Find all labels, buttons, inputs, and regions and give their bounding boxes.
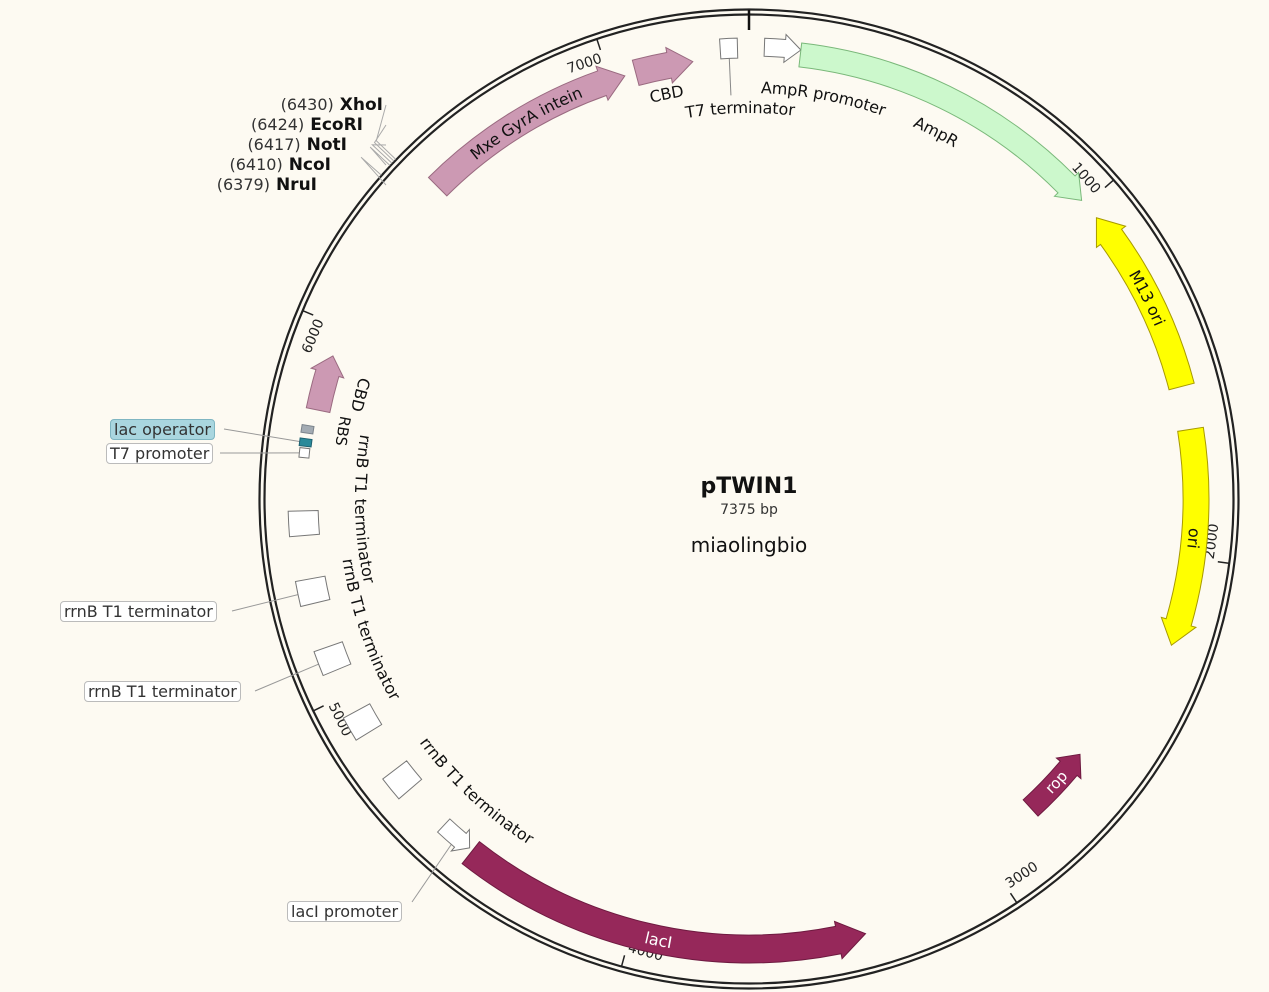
feature-rrnb-t1-terminator-box[interactable]: [382, 760, 423, 800]
feature-rbs-box[interactable]: [300, 423, 315, 435]
callout-rrnb-t1-terminator[interactable]: rrnB T1 terminator: [60, 601, 217, 622]
site-noti[interactable]: (6417) NotI: [147, 135, 347, 155]
tick-label: 3000: [1003, 859, 1042, 892]
callout-line: [223, 428, 306, 443]
feature-label: ori: [1184, 527, 1205, 549]
callout-laci-promoter[interactable]: lacI promoter: [287, 901, 403, 922]
feature-ori-arrow[interactable]: [1160, 426, 1210, 647]
feature-rrnb-t1-terminator-box[interactable]: [287, 509, 320, 538]
feature-t7-promoter-box[interactable]: [298, 447, 311, 459]
brand-label: miaolingbio: [690, 533, 808, 557]
callout-t7-promoter[interactable]: T7 promoter: [106, 443, 214, 464]
feature-cbd-arrow[interactable]: [305, 355, 345, 414]
tick-mark: [313, 705, 324, 712]
site-position: (6410): [229, 155, 283, 174]
feature-ampr-arrow[interactable]: [798, 42, 1083, 201]
plasmid-backbone: [258, 8, 1240, 990]
backbone-outer-ring: [258, 8, 1240, 990]
feature-label: rrnB T1 terminator: [416, 733, 537, 848]
site-leader-line: [371, 144, 393, 164]
feature-ampr-promoter-arrow[interactable]: [763, 33, 802, 64]
site-leader-line: [369, 146, 391, 166]
leader-line: [728, 58, 732, 96]
feature-label: T7 terminator: [683, 97, 796, 121]
feature-rrnb-t1-terminator-box[interactable]: [313, 641, 352, 677]
backbone-inner-ring: [263, 13, 1235, 985]
feature-mxe-gyra-intein-arrow[interactable]: [427, 65, 626, 197]
callout-line: [411, 836, 457, 903]
site-enzyme: NotI: [306, 135, 347, 155]
feature-label: RBS: [332, 415, 355, 447]
feature-laci-arrow[interactable]: [461, 840, 867, 964]
tick-mark: [302, 310, 314, 316]
tick-mark: [1009, 892, 1018, 903]
site-position: (6379): [216, 175, 270, 194]
feature-lac-operator-box[interactable]: [298, 437, 313, 448]
site-position: (6417): [247, 135, 301, 154]
tick-mark: [596, 39, 602, 51]
tick-mark: [620, 955, 626, 967]
site-position: (6430): [280, 95, 334, 114]
feature-laci-promoter-arrow[interactable]: [436, 818, 471, 852]
site-enzyme: EcoRI: [310, 115, 363, 135]
tick-mark: [1104, 179, 1114, 189]
feature-rop-arrow[interactable]: [1022, 753, 1082, 817]
site-ncoi[interactable]: (6410) NcoI: [131, 155, 331, 175]
feature-label: CBD: [648, 81, 685, 106]
tick-label: 6000: [299, 317, 328, 356]
plasmid-name: pTWIN1: [700, 474, 798, 499]
callout-rrnb-t1-terminator[interactable]: rrnB T1 terminator: [84, 681, 241, 702]
feature-rrnb-t1-terminator-box[interactable]: [294, 575, 331, 608]
feature-label: CBD: [347, 376, 374, 414]
feature-cbd-arrow[interactable]: [631, 46, 694, 86]
site-enzyme: XhoI: [339, 95, 383, 115]
site-enzyme: NcoI: [288, 155, 331, 175]
site-ecori[interactable]: (6424) EcoRI: [163, 115, 363, 135]
site-enzyme: NruI: [275, 175, 317, 195]
feature-t7-terminator-box[interactable]: [719, 37, 739, 60]
feature-rrnb-t1-terminator-box[interactable]: [342, 703, 383, 741]
plasmid-length: 7375 bp: [720, 502, 778, 518]
callout-lac-operator[interactable]: lac operator: [110, 419, 215, 440]
tick-mark: [1217, 561, 1229, 564]
feature-m13-ori-arrow[interactable]: [1095, 217, 1195, 391]
site-leader-line: [373, 124, 395, 162]
feature-label: AmpR: [911, 112, 962, 151]
site-xhoi[interactable]: (6430) XhoI: [183, 95, 383, 115]
site-drui[interactable]: (6379) NruI: [117, 175, 317, 195]
site-position: (6424): [251, 115, 305, 134]
site-leader-line: [360, 156, 387, 186]
